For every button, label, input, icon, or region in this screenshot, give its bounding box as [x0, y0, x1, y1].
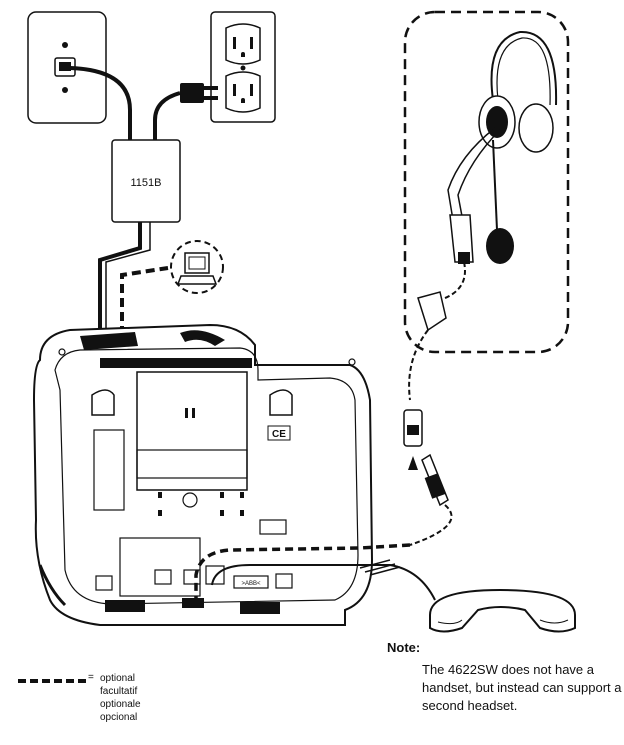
phone-base: CE >ABB<	[32, 323, 374, 626]
legend-term-de: optionale	[100, 699, 141, 710]
note-block: Note: The 4622SW does not have a handset…	[387, 640, 623, 715]
power-outlet	[180, 11, 276, 123]
legend-equals: =	[88, 672, 94, 683]
dashed-line-legend	[18, 679, 86, 683]
legend-terms: optional facultatif optionale opcional	[100, 672, 180, 724]
ce-mark: CE	[272, 429, 286, 440]
pc-icon	[176, 252, 218, 285]
splitter-label: 1151B	[131, 177, 162, 189]
legend-term-fr: facultatif	[100, 686, 138, 697]
legend-term-en: optional	[100, 673, 136, 684]
headset	[417, 30, 558, 332]
handset	[429, 588, 576, 633]
legend-term-es: opcional	[100, 712, 138, 723]
splitter-box: 1151B	[111, 139, 181, 223]
note-title: Note:	[387, 640, 421, 655]
port-label: >ABB<	[241, 581, 261, 587]
note-text: The 4622SW does not have a handset, but …	[422, 662, 622, 713]
wall-jack-plate	[27, 11, 107, 124]
